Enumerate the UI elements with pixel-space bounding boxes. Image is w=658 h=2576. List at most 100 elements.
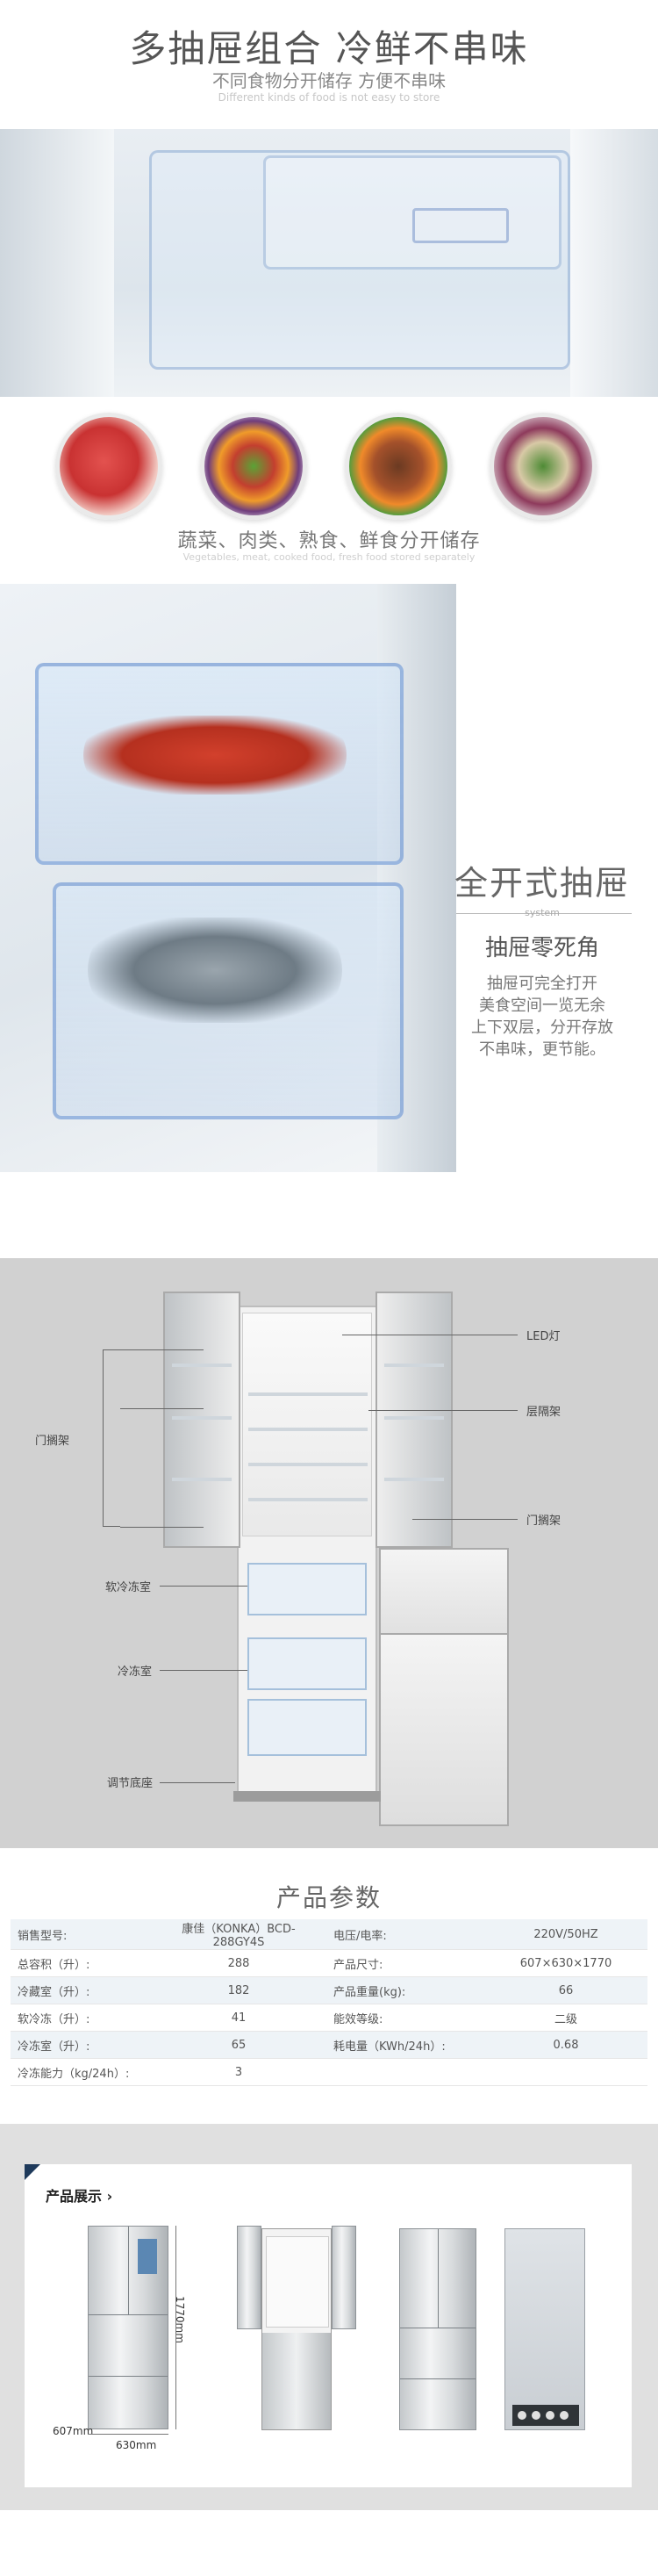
door-seam: [400, 2378, 476, 2379]
door-seam: [89, 2376, 168, 2377]
section1-title: 多抽屉组合 冷鲜不串味: [129, 27, 529, 70]
table-row: 冷冻能力（kg/24h）: 3: [11, 2058, 647, 2086]
drawer-photo: [0, 129, 658, 397]
product-front-view-2: [399, 2228, 476, 2430]
open-door-right: [332, 2226, 356, 2329]
food-category-row: [0, 413, 658, 527]
table-row: 冷冻室（升）: 65 耗电量（KWh/24h）: 0.68: [11, 2031, 647, 2059]
desc-line: 抽屉可完全打开: [487, 975, 597, 993]
freezer-drawer: [247, 1699, 367, 1756]
table-cell: 3: [151, 2058, 326, 2086]
table-cell: 二级: [484, 2004, 647, 2032]
table-cell: 冷冻室（升）:: [11, 2031, 151, 2059]
section1-subtitle-en: Different kinds of food is not easy to s…: [218, 91, 440, 104]
fish-image: [88, 917, 342, 1023]
depth-dimension: 607mm: [53, 2425, 94, 2437]
open-drawer-photo: [0, 584, 456, 1172]
table-cell: 607×630×1770: [484, 1949, 647, 1977]
meat-image: [55, 413, 162, 520]
product-show-title: 产品展示 ›: [46, 2184, 112, 2205]
vent-icon: [518, 2411, 526, 2420]
soft-freeze-drawer: [247, 1563, 367, 1615]
open-door-left: [237, 2226, 261, 2329]
height-dimension: 1770mm: [174, 2296, 186, 2343]
bracket: [103, 1349, 120, 1527]
params-title: 产品参数: [275, 1883, 382, 1912]
table-cell: [326, 2058, 484, 2086]
chevron-right-icon: ›: [106, 2188, 113, 2205]
corner-accent: [25, 2164, 40, 2180]
width-dimension: 630mm: [116, 2439, 157, 2451]
product-open-view: [261, 2228, 332, 2430]
table-cell: 能效等级:: [326, 2004, 484, 2032]
leader-line: [160, 1670, 247, 1671]
fresh-food-image: [490, 413, 597, 520]
fridge-frame-left: [0, 129, 114, 397]
table-cell: 产品重量(kg):: [326, 1976, 484, 2004]
display-panel: [138, 2239, 157, 2274]
table-cell: 220V/50HZ: [484, 1919, 647, 1950]
leader-line: [120, 1349, 204, 1350]
vent-icon: [560, 2411, 569, 2420]
table-cell: 41: [151, 2004, 326, 2032]
food-storage-text-en: Vegetables, meat, cooked food, fresh foo…: [182, 551, 476, 563]
freezer-door-lower: [379, 1633, 509, 1826]
table-row: 冷藏室（升）: 182 产品重量(kg): 66: [11, 1976, 647, 2004]
desc-line: 美食空间一览无余: [479, 997, 605, 1015]
door-seam: [438, 2229, 439, 2328]
fridge-door-right: [375, 1292, 453, 1548]
shelf: [248, 1463, 368, 1466]
label-door-shelf-right: 门搁架: [526, 1515, 561, 1528]
table-row: 销售型号: 康佳（KONKA）BCD-288GY4S 电压/电率: 220V/5…: [11, 1919, 647, 1950]
section2-title: 全开式抽屉: [454, 864, 630, 903]
section2-subtitle: 抽屉零死角: [484, 935, 599, 961]
height-dimension-line: [175, 2226, 176, 2429]
table-cell: 冷藏室（升）:: [11, 1976, 151, 2004]
label-base: 调节底座: [107, 1777, 154, 1790]
leader-line: [160, 1586, 247, 1587]
door-shelf: [384, 1416, 444, 1420]
door-shelf: [384, 1478, 444, 1481]
vegetables-image: [200, 413, 307, 520]
shelf: [248, 1392, 368, 1396]
leader-line: [412, 1519, 518, 1520]
door-shelf: [172, 1478, 232, 1481]
title-divider: [456, 913, 632, 914]
table-cell: [484, 2058, 647, 2086]
table-cell: 产品尺寸:: [326, 1949, 484, 1977]
table-cell: 0.68: [484, 2031, 647, 2059]
product-show-title-text: 产品展示: [46, 2188, 103, 2205]
door-shelf: [172, 1364, 232, 1367]
label-freezer: 冷冻室: [118, 1666, 153, 1679]
label-shelf: 层隔架: [526, 1406, 561, 1419]
table-cell: 65: [151, 2031, 326, 2059]
adjustable-base: [233, 1791, 381, 1802]
table-cell: 总容积（升）:: [11, 1949, 151, 1977]
vent-icon: [532, 2411, 540, 2420]
fridge-door-left: [163, 1292, 240, 1548]
lobster-image: [83, 716, 347, 795]
freezer-door-upper: [379, 1548, 509, 1649]
label-door-shelf-left: 门搁架: [35, 1435, 70, 1448]
table-cell: 288: [151, 1949, 326, 1977]
table-cell: 耗电量（KWh/24h）:: [326, 2031, 484, 2059]
leader-line: [368, 1410, 518, 1411]
rear-panel: [512, 2405, 579, 2426]
vent-icon: [546, 2411, 554, 2420]
table-cell: 66: [484, 1976, 647, 2004]
product-side-view: [504, 2228, 585, 2430]
table-cell: 电压/电率:: [326, 1919, 484, 1950]
section1-subtitle: 不同食物分开储存 方便不串味: [211, 70, 447, 91]
leader-line: [120, 1408, 204, 1409]
fridge-frame-right: [570, 129, 658, 397]
shelf: [248, 1428, 368, 1431]
label-soft-freeze: 软冷冻室: [105, 1581, 152, 1594]
table-row: 软冷冻（升）: 41 能效等级: 二级: [11, 2004, 647, 2032]
fridge-compartment: [266, 2236, 329, 2328]
cooked-food-image: [345, 413, 452, 520]
drawer-shell: [149, 150, 570, 370]
desc-line: 上下双层，分开存放: [471, 1018, 613, 1037]
door-seam: [128, 2227, 129, 2314]
table-cell: 软冷冻（升）:: [11, 2004, 151, 2032]
freezer-drawer: [247, 1637, 367, 1690]
